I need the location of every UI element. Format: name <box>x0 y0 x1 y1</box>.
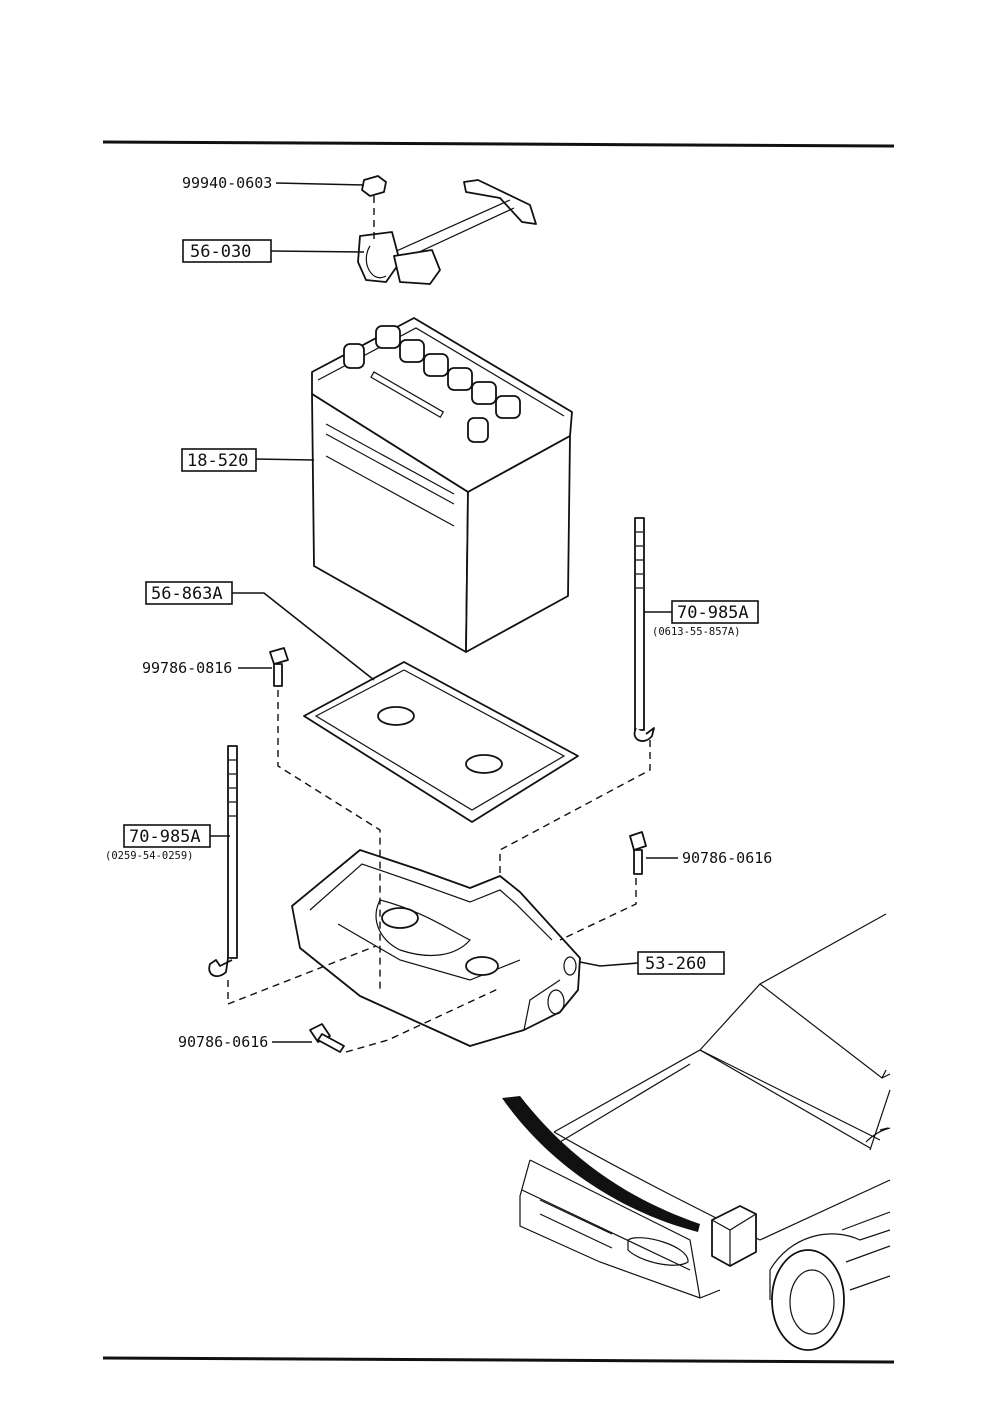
ref-box-tray-cover: 56-863A <box>145 581 233 605</box>
ref-box-carrier: 53-260 <box>637 951 725 975</box>
battery-tray-cover <box>303 661 579 823</box>
alt-part-number: (0613-55-857A) <box>652 626 741 638</box>
ref-number-label: 53-260 <box>645 954 706 974</box>
hook-rod-right <box>633 517 655 742</box>
battery-carrier <box>291 849 581 1047</box>
vehicle-location-illustration <box>502 913 891 1351</box>
part-number-label: 99786-0816 <box>142 659 232 677</box>
battery <box>311 317 573 653</box>
ref-box-rod-left: 70-985A (0259-54-0259) <box>105 824 211 862</box>
bolt-icon <box>629 831 647 875</box>
ref-box-clamp: 56-030 <box>182 239 272 263</box>
ref-box-rod-right: 70-985A (0613-55-857A) <box>652 600 759 638</box>
part-number-label: 99940-0603 <box>182 174 272 192</box>
ref-number-label: 70-985A <box>129 827 201 847</box>
nut-icon <box>361 175 387 197</box>
ref-number-label: 18-520 <box>187 451 248 471</box>
alt-part-number: (0259-54-0259) <box>105 850 194 862</box>
cell-cap-icon <box>375 325 521 419</box>
bottom-rule <box>102 1356 895 1364</box>
part-number-label: 90786-0616 <box>178 1033 268 1051</box>
bolt-icon <box>309 1023 345 1053</box>
ref-number-label: 70-985A <box>677 603 749 623</box>
part-number-label: 90786-0616 <box>682 849 772 867</box>
hook-rod-left <box>208 745 238 978</box>
ref-number-label: 56-030 <box>190 242 251 262</box>
ref-number-label: 56-863A <box>151 584 223 604</box>
battery-terminal-icon <box>343 343 489 443</box>
bolt-icon <box>269 647 289 687</box>
top-rule <box>102 140 895 148</box>
battery-clamp <box>357 179 537 285</box>
ref-box-battery: 18-520 <box>181 448 257 472</box>
